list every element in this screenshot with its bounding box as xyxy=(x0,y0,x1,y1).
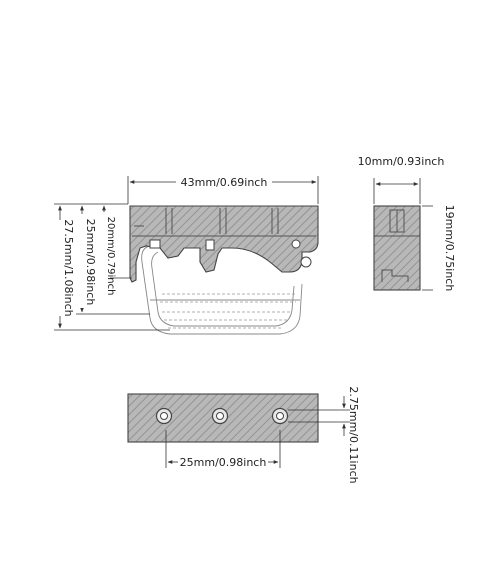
side-view xyxy=(129,205,319,335)
dim-height-25-label: 25mm/0.98inch xyxy=(84,219,97,306)
dim-hole-spacing-label: 25mm/0.98inch xyxy=(180,456,267,469)
side-view-notch xyxy=(205,239,215,251)
bottom-view xyxy=(127,393,319,443)
dim-hole-diameter: 2.75mm/0.11inch xyxy=(288,386,360,484)
dim-end-width: 10mm/0.93inch xyxy=(358,155,445,204)
dim-end-height-label: 19mm/0.75inch xyxy=(443,205,456,292)
dim-hole-diameter-label: 2.75mm/0.11inch xyxy=(347,386,360,483)
side-view-body xyxy=(129,205,319,283)
dim-side-width-label: 43mm/0.69inch xyxy=(181,176,268,189)
side-view-slots xyxy=(132,208,316,237)
side-view-ghost-outline xyxy=(141,245,303,335)
dim-side-width: 43mm/0.69inch xyxy=(127,176,319,204)
dim-left-heights: 27.5mm/1.08inch 25mm/0.98inch 20mm/0.79i… xyxy=(53,203,170,331)
dim-hole-spacing: 25mm/0.98inch xyxy=(165,430,281,469)
side-view-hole xyxy=(291,239,301,249)
end-view xyxy=(373,205,421,291)
side-view-notch xyxy=(149,239,161,249)
dim-height-20-label: 20mm/0.79inch xyxy=(105,217,116,296)
dim-height-27-5-label: 27.5mm/1.08inch xyxy=(62,219,75,316)
side-view-hole xyxy=(300,256,312,268)
bottom-view-holes xyxy=(155,407,289,425)
dim-end-height: 19mm/0.75inch xyxy=(422,204,456,292)
dim-end-width-label: 10mm/0.93inch xyxy=(358,155,445,168)
